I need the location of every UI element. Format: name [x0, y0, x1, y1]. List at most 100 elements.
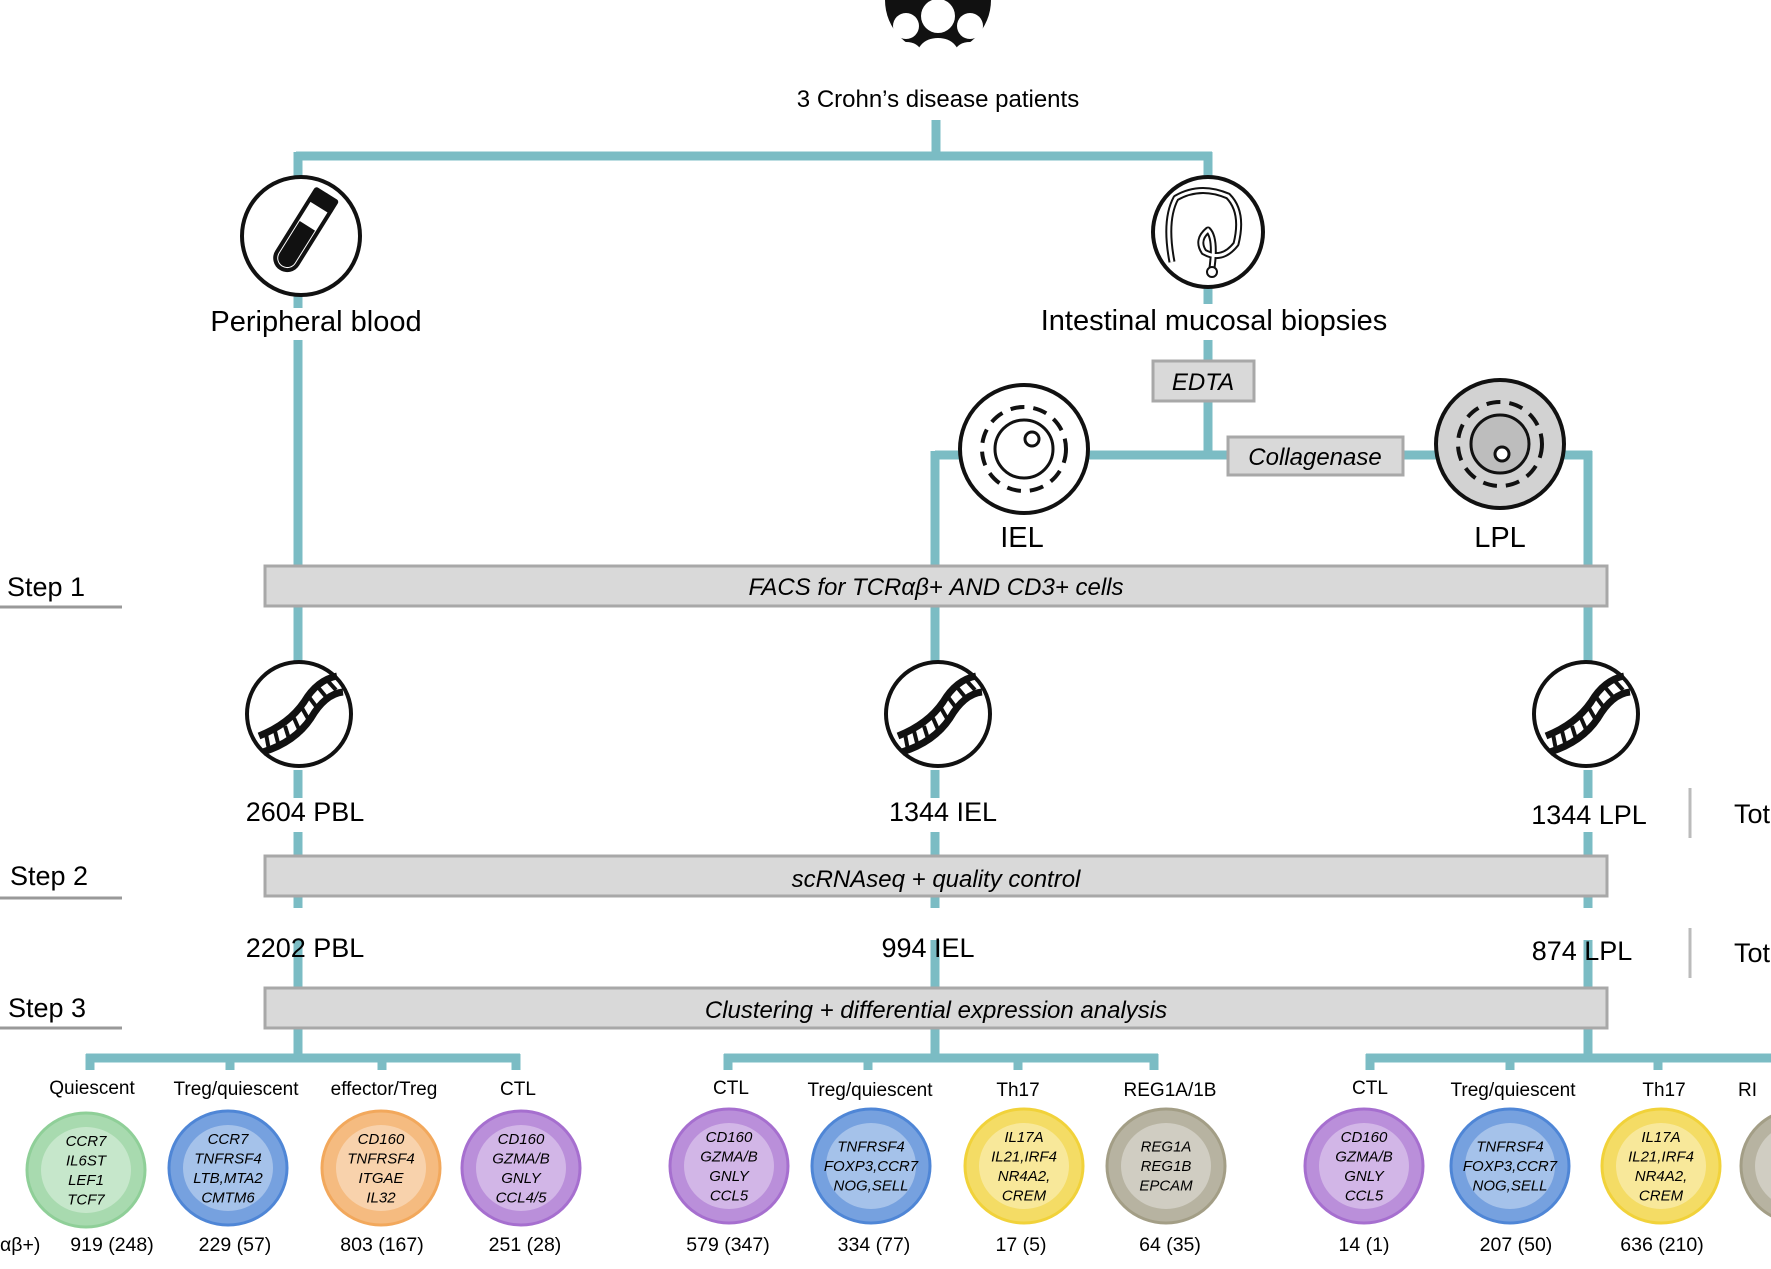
cluster-gene: NR4A2, [1635, 1168, 1688, 1185]
cluster-gene: CCL4/5 [496, 1189, 548, 1206]
cluster-name: CTL [713, 1078, 749, 1099]
step-1-label: Step 1 [7, 572, 85, 602]
cluster-gene: IL21,IRF4 [991, 1148, 1057, 1165]
cluster-cell-icon [1739, 1114, 1771, 1218]
cell-lpl-icon [1434, 378, 1566, 510]
cluster-cell-icon [810, 1107, 932, 1225]
cluster-gene: CREM [1639, 1187, 1684, 1204]
step-bars [263, 564, 1609, 1030]
cluster-gene: EPCAM [1139, 1178, 1193, 1195]
row-label-partial: αβ+) [0, 1234, 40, 1256]
cluster-gene: GZMA/B [492, 1150, 550, 1167]
cluster-name: Treg/quiescent [1451, 1080, 1577, 1101]
cluster-gene: NOG,SELL [1472, 1178, 1547, 1195]
cluster-cell-highlight [1121, 1123, 1211, 1209]
cluster-name: Treg/quiescent [808, 1080, 934, 1101]
step-1-text: FACS for TCRαβ+ AND CD3+ cells [748, 574, 1123, 601]
cluster-count: 64 (35) [1139, 1234, 1201, 1256]
cluster-gene: CD160 [1341, 1129, 1388, 1146]
cluster-name: Treg/quiescent [174, 1079, 300, 1100]
cluster-name: effector/Treg [331, 1079, 438, 1100]
collagenase-box [1226, 435, 1405, 477]
cluster-count: 636 (210) [1620, 1234, 1703, 1256]
cluster-gene: REG1A [1141, 1139, 1192, 1156]
count-sorted-iel: 1344 IEL [889, 797, 997, 827]
cluster-cell-icon [1303, 1107, 1425, 1225]
cluster-cell-highlight [979, 1123, 1069, 1209]
cluster-cell-highlight [41, 1127, 131, 1213]
cluster-name: Th17 [996, 1080, 1039, 1101]
cluster-gene: GNLY [501, 1170, 541, 1187]
cluster-count: 579 (347) [686, 1234, 769, 1256]
cluster-cell-highlight [183, 1125, 273, 1211]
cluster-gene: IL21,IRF4 [1628, 1148, 1694, 1165]
dna-icon [1534, 662, 1638, 766]
blood-tube-icon [240, 175, 362, 297]
cluster-cell-icon [1600, 1107, 1722, 1225]
collagenase-label: Collagenase [1248, 444, 1381, 471]
cluster-iel-1: Treg/quiescentTNFRSF4FOXP3,CCR7NOG,SELL3… [808, 1080, 934, 1256]
edta-box [1151, 359, 1256, 403]
people-icon [885, 0, 991, 66]
cluster-name: REG1A/1B [1124, 1080, 1217, 1101]
cluster-gene: IL17A [1641, 1129, 1680, 1146]
cluster-gene: CCL5 [1345, 1187, 1384, 1204]
cluster-cell-icon [1449, 1107, 1571, 1225]
cluster-gene: CCL5 [710, 1187, 749, 1204]
cluster-gene: IL17A [1004, 1129, 1043, 1146]
cluster-gene: GZMA/B [1335, 1148, 1393, 1165]
total-label-partial: Tot [1734, 938, 1771, 968]
dna-icon [247, 662, 351, 766]
cluster-gene: TNFRSF4 [1476, 1139, 1544, 1156]
cluster-name: CTL [1352, 1078, 1388, 1099]
step-2-text: scRNAseq + quality control [792, 866, 1081, 893]
cluster-cell-highlight [1319, 1123, 1409, 1209]
iel-label: IEL [1000, 522, 1044, 554]
step-2-label: Step 2 [10, 861, 88, 891]
cluster-cell-icon [668, 1107, 790, 1225]
step-3-text: Clustering + differential expression ana… [705, 997, 1167, 1024]
cluster-count: 14 (1) [1339, 1234, 1390, 1256]
cluster-count: 334 (77) [838, 1234, 911, 1256]
cluster-gene: CD160 [706, 1129, 753, 1146]
peripheral-blood-label: Peripheral blood [210, 306, 421, 338]
count-qc-iel: 994 IEL [881, 933, 974, 963]
step-3-label: Step 3 [8, 993, 86, 1023]
count-qc-lpl: 874 LPL [1532, 936, 1633, 966]
cluster-cell-highlight [1755, 1133, 1771, 1199]
cluster-gene: CCR7 [66, 1133, 107, 1150]
cluster-gene: NOG,SELL [833, 1178, 908, 1195]
edta-label: EDTA [1172, 369, 1234, 396]
cluster-cell-icon [963, 1107, 1085, 1225]
cluster-cell-icon [320, 1109, 442, 1227]
cluster-name: CTL [500, 1079, 536, 1100]
cluster-gene: TCF7 [67, 1191, 105, 1208]
intestine-icon [1151, 175, 1265, 289]
cluster-cell-icon [460, 1109, 582, 1227]
count-sorted-lpl: 1344 LPL [1531, 800, 1647, 830]
cluster-count: 919 (248) [70, 1234, 153, 1256]
cluster-gene: LEF1 [68, 1172, 104, 1189]
cluster-cell-highlight [476, 1125, 566, 1211]
cluster-gene: GNLY [709, 1168, 749, 1185]
cluster-gene: CCR7 [208, 1131, 249, 1148]
cluster-gene: ITGAE [358, 1170, 404, 1187]
cluster-count: 803 (167) [340, 1234, 423, 1256]
cluster-cell-icon [167, 1109, 289, 1227]
cluster-gene: LTB,MTA2 [193, 1170, 263, 1187]
cluster-gene: GZMA/B [700, 1148, 758, 1165]
cluster-gene: IL32 [366, 1189, 396, 1206]
cluster-count: 229 (57) [199, 1234, 272, 1256]
cluster-gene: FOXP3,CCR7 [1463, 1158, 1558, 1175]
cluster-name: Quiescent [49, 1078, 135, 1099]
cluster-count: 251 (28) [489, 1234, 562, 1256]
cluster-cell-icon [1105, 1107, 1227, 1225]
cluster-gene: TNFRSF4 [194, 1150, 262, 1167]
